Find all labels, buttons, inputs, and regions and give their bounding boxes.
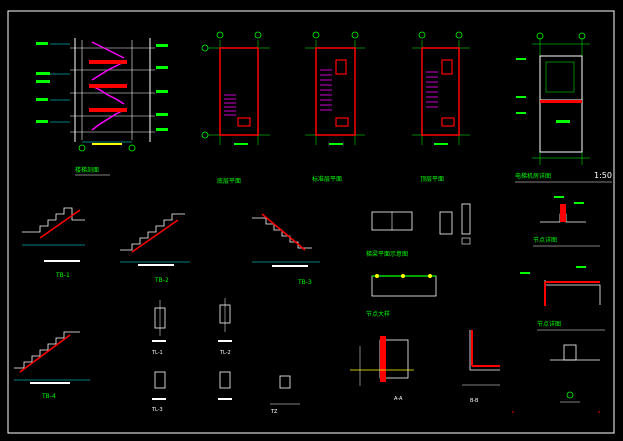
landing-beam-plan[interactable] xyxy=(371,274,437,297)
stair-section-view[interactable] xyxy=(36,38,168,152)
tb1-label: TB-1 xyxy=(55,272,70,279)
scale-label: 1:50 xyxy=(594,171,612,180)
tl3-label: TL-3 xyxy=(151,407,163,413)
node-detail-a[interactable] xyxy=(540,196,586,223)
column-detail-tl1[interactable] xyxy=(152,300,166,342)
wall-detail-aa[interactable] xyxy=(350,336,414,386)
detail-plan-title: 电梯机房详图 xyxy=(515,172,551,180)
detail-a-title: 节点详图 xyxy=(533,236,557,244)
stair-flight-tb2[interactable] xyxy=(120,213,190,266)
detail-b-title: 节点详图 xyxy=(537,320,561,328)
column-detail-tz[interactable] xyxy=(270,375,300,405)
beam-plan-title: 梯梁平面示意图 xyxy=(366,250,408,258)
tb3-label: TB-3 xyxy=(297,279,312,286)
foundation-detail[interactable] xyxy=(550,344,600,403)
ground-floor-plan[interactable] xyxy=(201,31,270,145)
plan1-title: 底层平面 xyxy=(217,177,241,185)
stair-flight-tb4[interactable] xyxy=(14,331,90,384)
wall-detail-title: 节点大样 xyxy=(366,310,390,318)
bb-mark: B-B xyxy=(470,398,479,404)
typical-floor-plan[interactable] xyxy=(305,31,365,145)
tl1-label: TL-1 xyxy=(151,350,163,356)
top-floor-plan[interactable] xyxy=(412,31,470,145)
elevator-room-detail[interactable] xyxy=(516,32,590,165)
plan3-title: 顶层平面 xyxy=(420,176,444,183)
tb4-label: TB-4 xyxy=(41,393,56,400)
tl2-label: TL-2 xyxy=(219,350,231,356)
stair-flight-tb1[interactable] xyxy=(22,207,85,262)
aa-mark: A-A xyxy=(394,396,403,402)
plan2-title: 标准层平面 xyxy=(312,175,342,183)
stair-flight-tb3[interactable] xyxy=(252,213,320,267)
node-detail-b[interactable] xyxy=(520,266,601,306)
section-view-title: 楼梯剖面 xyxy=(75,166,99,174)
column-detail-tl2[interactable] xyxy=(218,298,232,342)
column-detail-tl3[interactable] xyxy=(152,371,232,400)
beam-section-detail[interactable] xyxy=(371,203,471,245)
tb2-label: TB-2 xyxy=(154,277,169,284)
tz-label: TZ xyxy=(270,409,278,415)
sheet-border xyxy=(7,10,615,434)
wall-detail-bb[interactable] xyxy=(462,330,500,386)
